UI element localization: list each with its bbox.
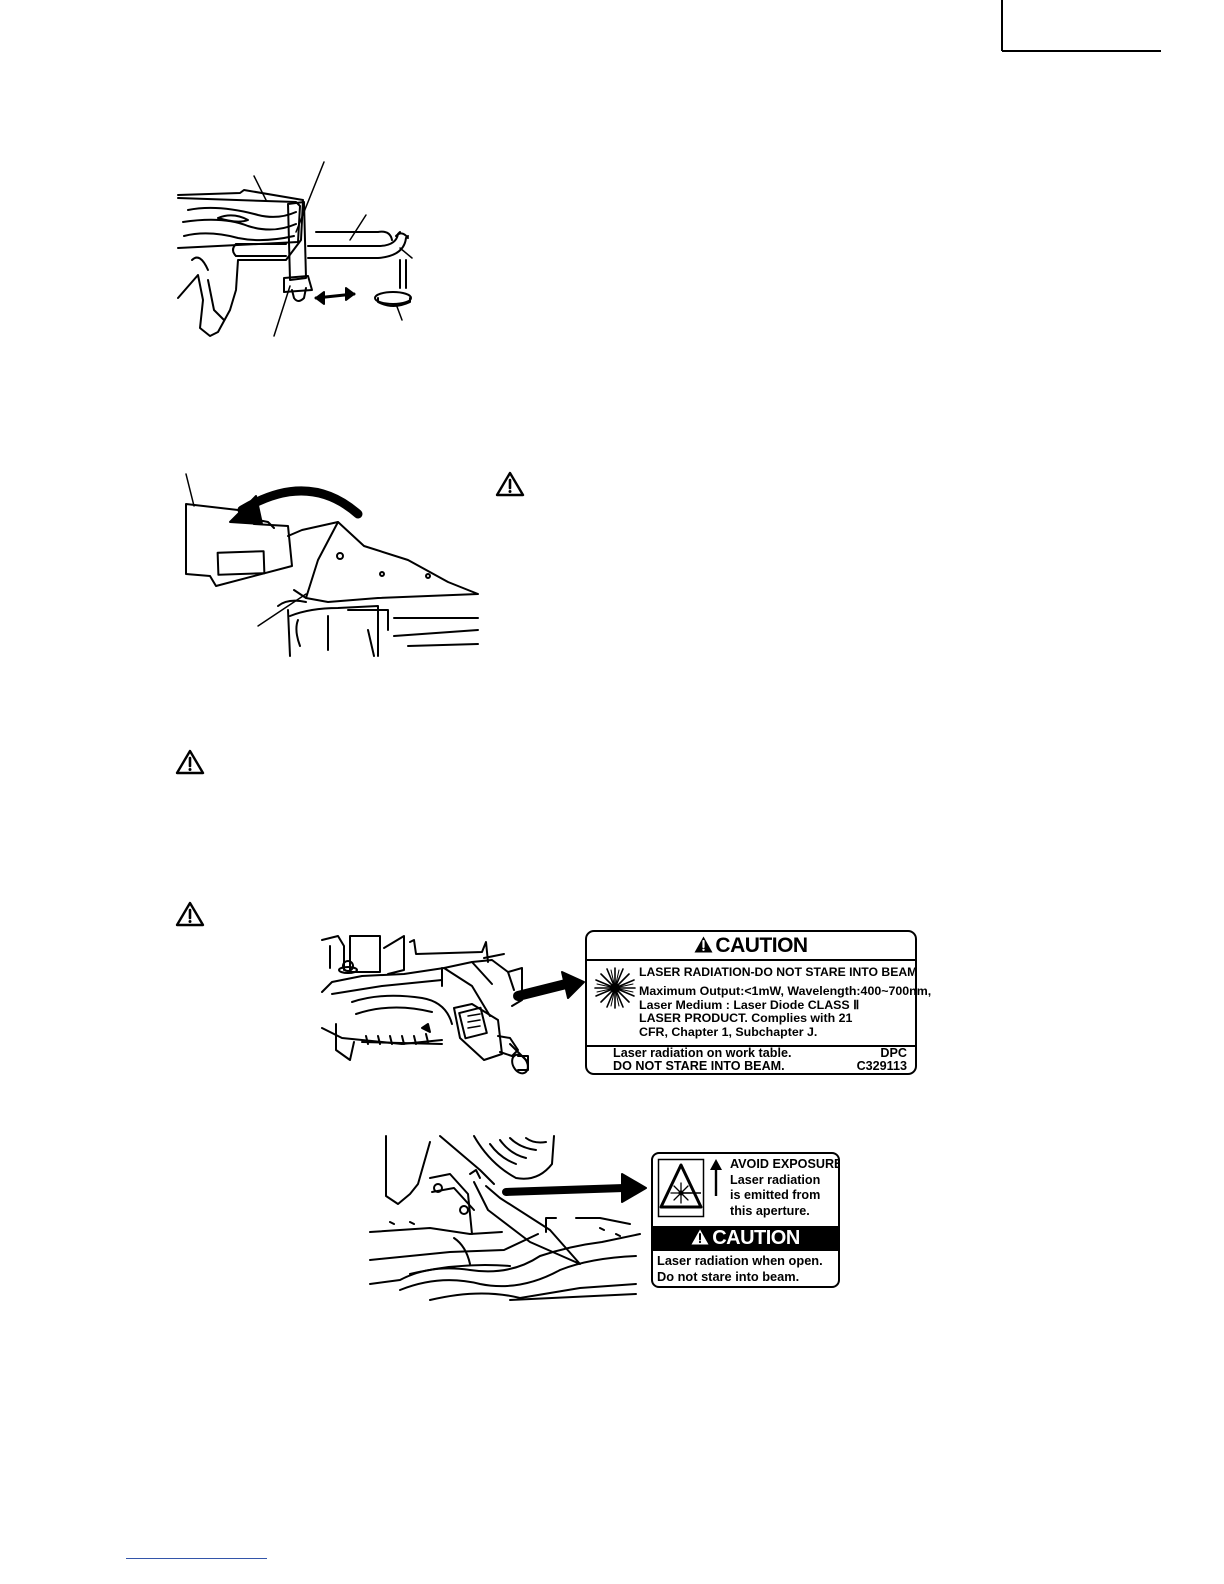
figure-extension-holder <box>177 161 413 337</box>
laser-warning-text: LASER RADIATION-DO NOT STARE INTO BEAM <box>639 965 918 979</box>
caution-label-header: CAUTION <box>587 934 915 960</box>
label-code: DPC C329113 <box>857 1047 907 1073</box>
code-line: DPC <box>880 1046 907 1060</box>
spec-line: Laser Medium : Laser Diode CLASS Ⅱ <box>639 997 860 1012</box>
warning-triangle-icon <box>175 901 205 927</box>
avoid-line: is emitted from <box>730 1188 821 1202</box>
figure-laser-marker-unit <box>321 935 585 1075</box>
footer-line: Laser radiation on work table. <box>613 1046 792 1060</box>
footer-line: Do not stare into beam. <box>657 1268 800 1284</box>
spec-line: Maximum Output:<1mW, Wavelength:400~700n… <box>639 984 932 998</box>
footnote-rule <box>126 1558 267 1559</box>
caution-band: CAUTION <box>653 1226 838 1251</box>
avoid-line: Laser radiation <box>730 1172 821 1187</box>
laser-spec-text: Maximum Output:<1mW, Wavelength:400~700n… <box>639 984 932 1039</box>
avoid-line: AVOID EXPOSURE <box>730 1157 840 1171</box>
warning-triangle-icon <box>175 749 205 775</box>
spec-line: LASER PRODUCT. Complies with 21 <box>639 1011 853 1025</box>
divider <box>587 1045 915 1047</box>
avoid-exposure-text: AVOID EXPOSURE Laser radiation is emitte… <box>730 1157 840 1219</box>
caution-label-work-table: CAUTION LASER RADIATION-DO NOT STARE INT… <box>585 930 932 1075</box>
caution-title: CAUTION <box>712 1227 800 1249</box>
laser-starburst-icon <box>594 967 636 1009</box>
figure-sub-fence <box>185 473 479 657</box>
footer-line: DO NOT STARE INTO BEAM. <box>613 1059 785 1073</box>
divider <box>587 959 915 961</box>
figure-laser-aperture <box>369 1135 647 1301</box>
label-footer-text: Laser radiation when open. Do not stare … <box>657 1253 823 1284</box>
spec-line: CFR, Chapter 1, Subchapter J. <box>639 1024 818 1039</box>
laser-hazard-triangle-icon <box>657 1158 705 1218</box>
warning-triangle-icon <box>691 1229 709 1245</box>
caution-label-aperture: AVOID EXPOSURE Laser radiation is emitte… <box>651 1152 840 1288</box>
arrow-up-icon <box>710 1159 722 1196</box>
warning-triangle-icon <box>495 471 525 497</box>
label-footer-text: Laser radiation on work table. DO NOT ST… <box>613 1047 791 1073</box>
code-line: C329113 <box>856 1059 907 1073</box>
page-tab-marker <box>1001 0 1161 52</box>
avoid-line: this aperture. <box>730 1203 810 1218</box>
footer-line: Laser radiation when open. <box>657 1253 823 1268</box>
warning-triangle-icon <box>694 936 713 953</box>
caution-title: CAUTION <box>715 934 808 957</box>
